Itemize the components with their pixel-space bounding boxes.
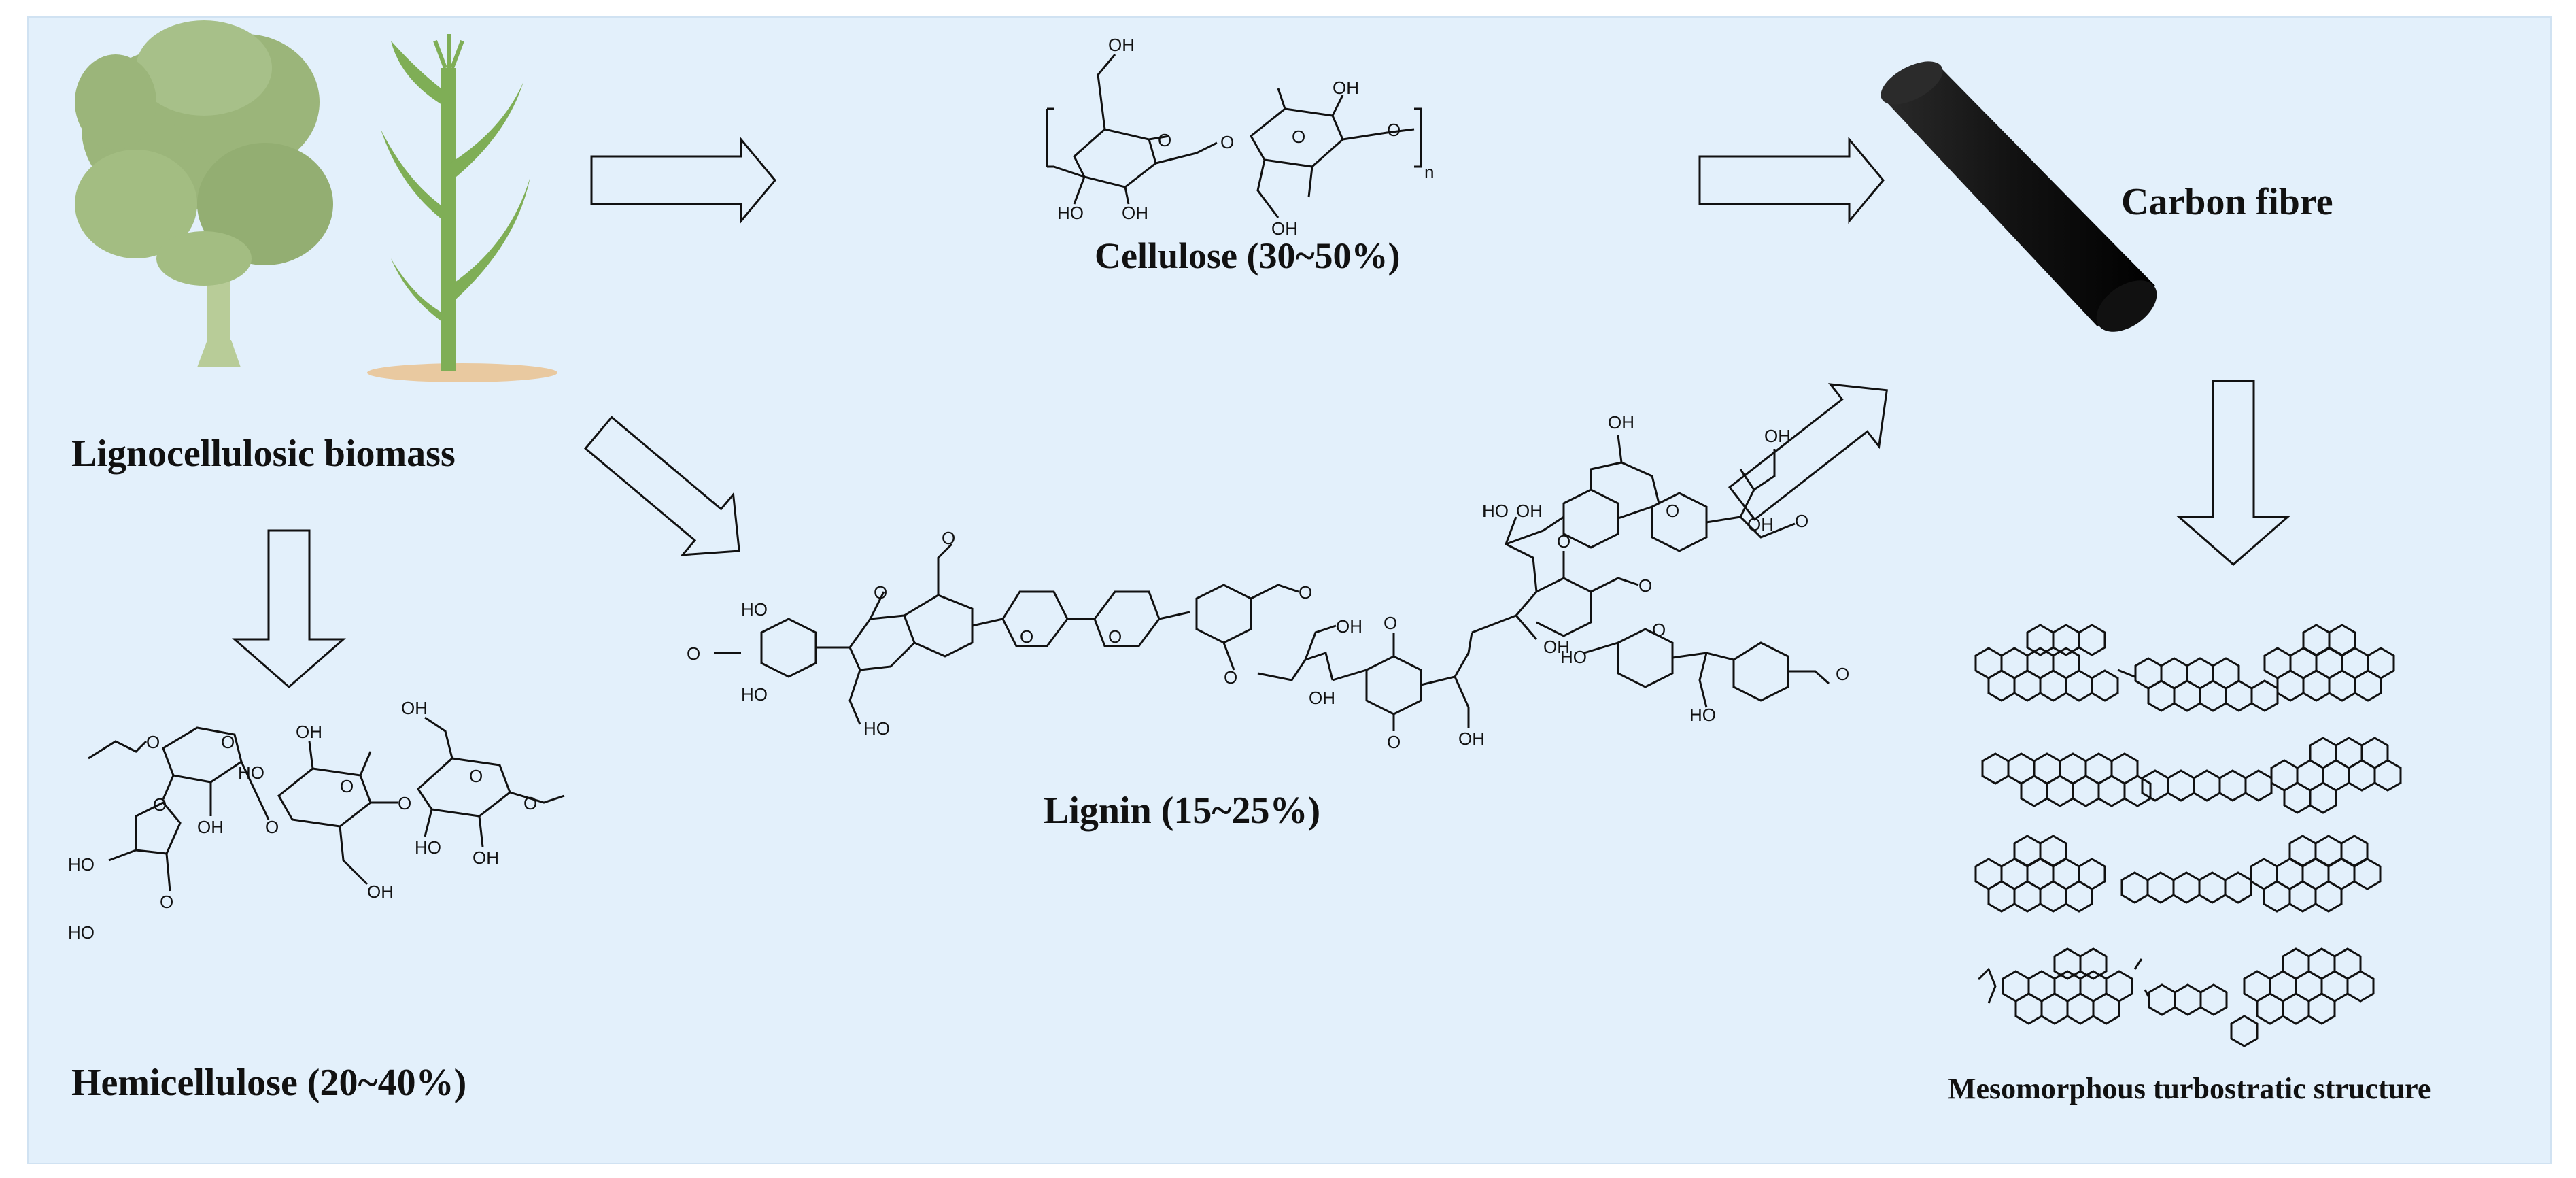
svg-text:OH: OH	[1516, 501, 1543, 521]
corn-plant-icon	[367, 34, 557, 382]
svg-text:OH: OH	[1336, 616, 1362, 637]
svg-text:HO: HO	[863, 718, 890, 739]
arrow-icon	[584, 416, 740, 556]
svg-text:O: O	[221, 732, 235, 752]
svg-text:OH: OH	[1608, 412, 1634, 433]
svg-text:OH: OH	[1764, 426, 1791, 446]
arrow-icons	[232, 136, 2290, 688]
cellulose-label: Cellulose (30~50%)	[1095, 235, 1401, 276]
carbon-fibre-icon	[1881, 61, 2157, 332]
svg-text:HO: HO	[68, 922, 95, 943]
svg-text:O: O	[1666, 501, 1679, 521]
graphene-sheet-icon	[1977, 947, 2375, 1047]
graphene-sheet-icon	[1974, 624, 2395, 712]
svg-text:O: O	[1557, 531, 1570, 552]
svg-text:HO: HO	[1482, 501, 1509, 521]
svg-text:OH: OH	[473, 847, 499, 868]
svg-text:HO: HO	[1689, 705, 1716, 725]
svg-text:O: O	[146, 732, 160, 752]
svg-text:O: O	[1652, 620, 1666, 640]
lignin-structure	[714, 435, 1830, 731]
svg-text:O: O	[942, 528, 955, 548]
svg-text:OH: OH	[1309, 688, 1335, 708]
svg-text:O: O	[1292, 127, 1305, 147]
svg-text:O: O	[1387, 732, 1401, 752]
tree-icon	[75, 20, 333, 367]
svg-text:HO: HO	[68, 854, 95, 875]
graphene-sheets	[1974, 624, 2402, 1047]
svg-text:HO: HO	[741, 599, 768, 620]
cellulose-structure	[1046, 54, 1422, 218]
hemicellulose-label: Hemicellulose (20~40%)	[71, 1062, 467, 1104]
svg-text:O: O	[265, 817, 279, 837]
svg-text:OH: OH	[1747, 514, 1774, 535]
svg-text:OH: OH	[197, 817, 224, 837]
svg-text:O: O	[398, 793, 411, 813]
svg-text:HO: HO	[741, 684, 768, 705]
svg-text:OH: OH	[1122, 203, 1148, 223]
svg-text:O: O	[1220, 132, 1234, 152]
svg-text:OH: OH	[1543, 637, 1570, 657]
svg-text:n: n	[1424, 162, 1434, 182]
arrow-icon	[232, 529, 346, 688]
svg-text:OH: OH	[401, 698, 428, 718]
arrow-icon	[1728, 383, 1889, 521]
hemicellulose-structure	[88, 716, 565, 892]
graphene-sheet-icon	[1981, 737, 2402, 814]
svg-text:O: O	[874, 582, 887, 603]
lignin-label: Lignin (15~25%)	[1044, 790, 1321, 832]
svg-text:OH: OH	[1458, 728, 1485, 749]
svg-text:OH: OH	[1333, 78, 1359, 98]
lignin-atoms: O HO HO O HO O O O O O OH OH O O OH OH O…	[687, 412, 1849, 752]
arrow-icon	[2176, 380, 2290, 566]
svg-text:OH: OH	[1271, 218, 1298, 239]
svg-text:O: O	[1387, 120, 1401, 140]
graphene-sheet-icon	[1974, 835, 2382, 913]
hemicellulose-atoms: O O O OH HO HO O O HO OH O OH O OH O HO …	[68, 698, 537, 943]
svg-text:O: O	[1795, 511, 1808, 531]
carbon-fibre-label: Carbon fibre	[2121, 181, 2333, 223]
arrow-icon	[1698, 136, 1885, 224]
svg-text:HO: HO	[238, 762, 264, 783]
svg-text:O: O	[153, 794, 167, 815]
cellulose-atoms: OH O O HO OH OH O O OH n	[1057, 35, 1434, 239]
structure-label: Mesomorphous turbostratic structure	[1948, 1072, 2431, 1105]
svg-text:O: O	[1638, 575, 1652, 596]
biomass-label: Lignocellulosic biomass	[71, 433, 456, 475]
svg-text:O: O	[1108, 626, 1122, 647]
svg-text:O: O	[687, 643, 700, 664]
svg-text:O: O	[340, 776, 354, 796]
svg-text:HO: HO	[415, 837, 441, 858]
svg-text:O: O	[1384, 613, 1397, 633]
svg-text:O: O	[1158, 130, 1171, 150]
svg-text:O: O	[1224, 667, 1237, 688]
svg-text:O: O	[523, 793, 537, 813]
svg-text:OH: OH	[1108, 35, 1135, 55]
svg-text:O: O	[1299, 582, 1312, 603]
svg-text:HO: HO	[1560, 647, 1587, 667]
svg-text:O: O	[469, 766, 483, 786]
arrow-icon	[590, 136, 776, 224]
svg-text:OH: OH	[367, 881, 394, 902]
svg-text:O: O	[160, 892, 173, 912]
svg-text:OH: OH	[296, 722, 322, 742]
svg-text:O: O	[1020, 626, 1033, 647]
svg-text:O: O	[1836, 664, 1849, 684]
svg-text:HO: HO	[1057, 203, 1084, 223]
